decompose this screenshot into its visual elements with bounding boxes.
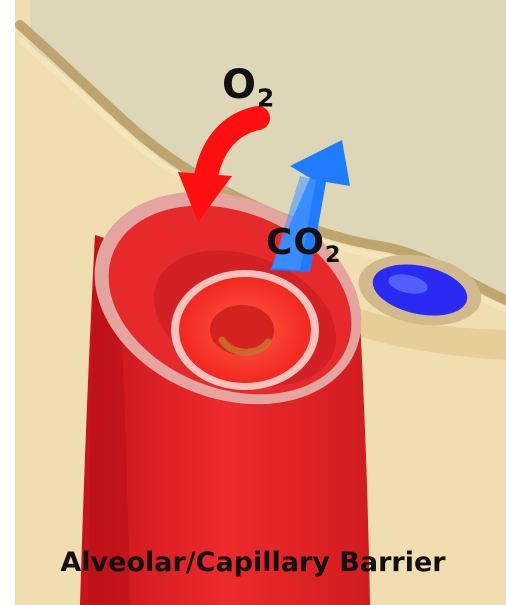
left-white-margin bbox=[0, 0, 15, 605]
diagram-caption: Alveolar/Capillary Barrier bbox=[0, 547, 506, 578]
oxygen-subscript: 2 bbox=[257, 84, 275, 113]
red-blood-cell bbox=[171, 270, 319, 390]
carbon-dioxide-subscript: 2 bbox=[325, 242, 342, 268]
carbon-dioxide-label: CO2 bbox=[266, 222, 342, 268]
oxygen-symbol: O bbox=[222, 62, 257, 108]
carbon-dioxide-symbol: CO bbox=[266, 222, 325, 263]
oxygen-label: O2 bbox=[222, 62, 275, 113]
